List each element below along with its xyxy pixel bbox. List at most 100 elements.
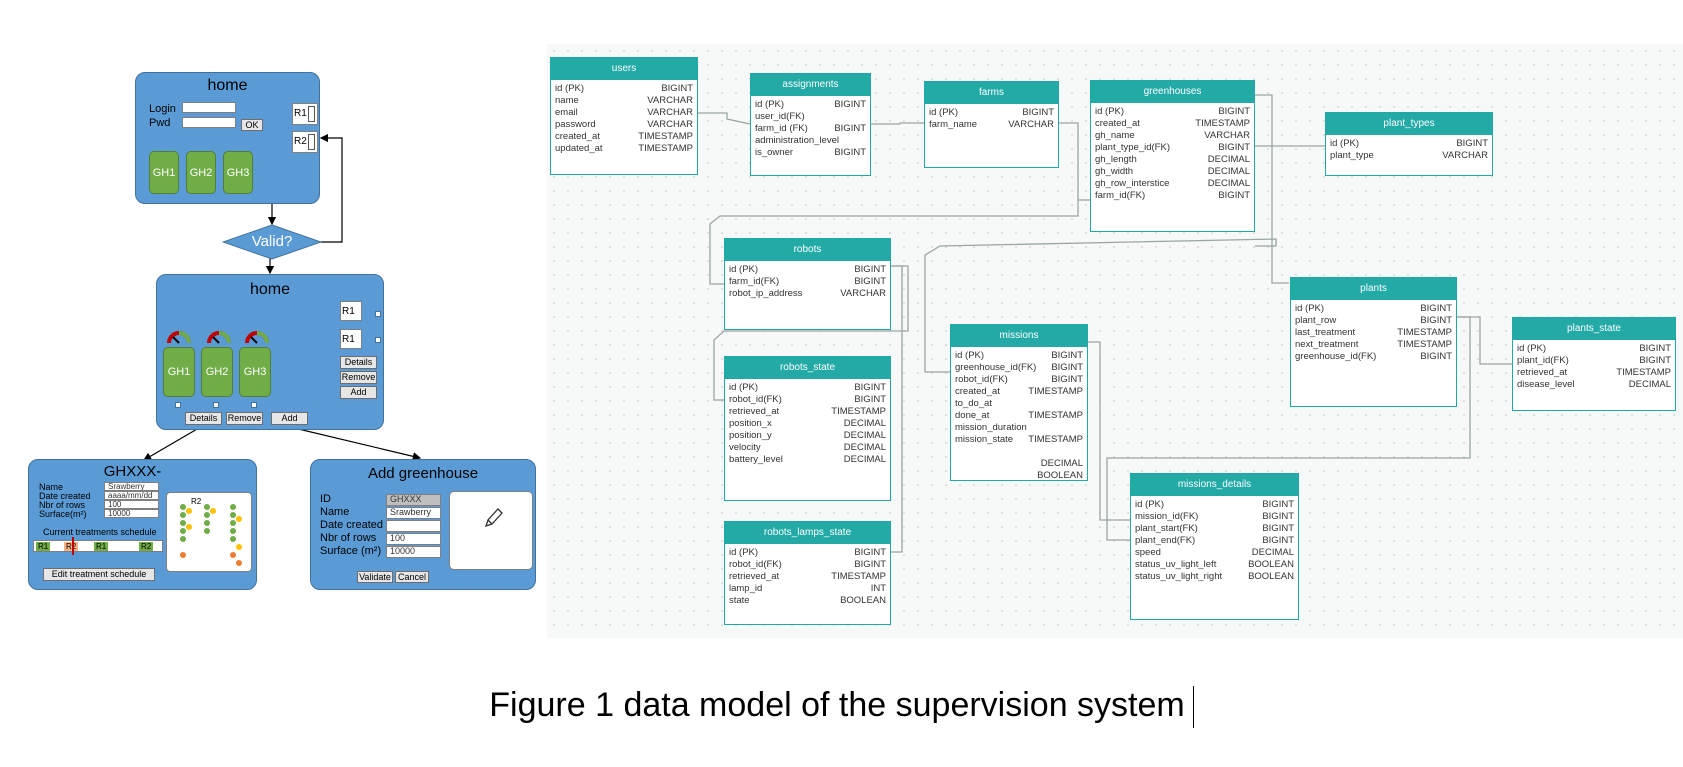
column-name: next_treatment <box>1295 339 1359 350</box>
column-type: TIMESTAMP <box>1397 339 1452 350</box>
table-row: farm_id(FK)BIGINT <box>1091 190 1254 202</box>
gh-details-button[interactable]: Details <box>185 412 222 425</box>
password-input[interactable] <box>182 117 236 128</box>
robot-details-button[interactable]: Details <box>340 356 377 369</box>
table-row: farm_name VARCHAR <box>925 119 1058 131</box>
add-field-rows-value[interactable]: 100 <box>386 533 441 545</box>
robot-r1[interactable]: R1 <box>292 103 318 125</box>
table-row: plant_type_id(FK)BIGINT <box>1091 142 1254 154</box>
greenhouse-gh3[interactable]: GH3 <box>239 347 271 397</box>
field-surface-value[interactable]: 10000 <box>104 509 159 518</box>
column-name: plant_type <box>1330 150 1374 161</box>
column-name: farm_name <box>929 119 978 130</box>
column-type: DECIMAL <box>1251 547 1294 558</box>
column-name: created_at <box>555 131 600 142</box>
column-type: BIGINT <box>1262 511 1294 522</box>
column-type: DECIMAL <box>843 454 886 465</box>
gh-add-button[interactable]: Add <box>271 412 308 425</box>
table-header: greenhouses <box>1091 81 1254 103</box>
robot-remove-button[interactable]: Remove <box>340 371 377 384</box>
add-field-name-value[interactable]: Srawberry <box>386 507 441 519</box>
robot-add-button[interactable]: Add <box>340 386 377 399</box>
greenhouse-gh2[interactable]: GH2 <box>201 347 233 397</box>
greenhouse-gh1[interactable]: GH1 <box>149 151 179 194</box>
table-row: to_do_at <box>951 398 1087 410</box>
image-drop-area[interactable] <box>449 491 533 570</box>
add-field-date-value[interactable] <box>386 520 441 532</box>
robot2-checkbox[interactable] <box>375 337 381 343</box>
column-name: lamp_id <box>729 583 763 594</box>
field-name-value[interactable]: Srawberry <box>104 482 159 491</box>
schedule-timeline[interactable]: R1 R2 R1 R2 <box>33 537 163 555</box>
greenhouse-gh2[interactable]: GH2 <box>186 151 216 194</box>
column-type: DECIMAL <box>1040 458 1083 469</box>
column-type: VARCHAR <box>1204 130 1250 141</box>
column-type: BIGINT <box>834 147 866 158</box>
table-row: greenhouse_id(FK)BIGINT <box>1291 351 1456 363</box>
robot-r1[interactable]: R1 <box>340 301 362 321</box>
text-cursor <box>1192 686 1194 729</box>
column-name: speed <box>1135 547 1161 558</box>
table-row: mission_id(FK)BIGINT <box>1131 511 1298 523</box>
cancel-button[interactable]: Cancel <box>395 571 429 583</box>
add-field-id-value[interactable]: GHXXX <box>386 494 441 506</box>
table-row: administration_level <box>751 135 870 147</box>
add-field-surface-value[interactable]: 10000 <box>386 546 441 558</box>
greenhouse-gh3[interactable]: GH3 <box>223 151 253 194</box>
gh3-checkbox[interactable] <box>251 402 257 408</box>
table-row: farm_id(FK)BIGINT <box>725 276 890 288</box>
column-type: DECIMAL <box>843 442 886 453</box>
robot-r2[interactable]: R2 <box>292 131 318 153</box>
robot-r1b[interactable]: R1 <box>340 329 362 349</box>
table-row: farm_id (FK)BIGINT <box>751 123 870 135</box>
column-name: id (PK) <box>1517 343 1547 354</box>
gh2-checkbox[interactable] <box>213 402 219 408</box>
add-field-rows-label: Nbr of rows <box>320 532 377 544</box>
ok-button[interactable]: OK <box>241 119 263 131</box>
column-type: BOOLEAN <box>1248 559 1294 570</box>
robot1-checkbox[interactable] <box>375 311 381 317</box>
add-field-date-label: Date created <box>320 519 383 531</box>
column-name: robot_ip_address <box>729 288 803 299</box>
ghxxx-panel: GHXXX- Name Srawberry Date created aaaa/… <box>28 459 257 590</box>
column-name: done_at <box>955 410 990 421</box>
field-date-value[interactable]: aaaa/mm/dd <box>104 491 159 500</box>
schedule-title: Current treatments schedule <box>43 527 157 537</box>
edit-schedule-button[interactable]: Edit treatment schedule <box>43 568 155 581</box>
table-header: robots <box>725 239 890 261</box>
column-type: VARCHAR <box>647 107 693 118</box>
gh1-checkbox[interactable] <box>175 402 181 408</box>
column-name: mission_duration <box>955 422 1027 433</box>
column-name: status_uv_light_left <box>1135 559 1217 570</box>
column-type: DECIMAL <box>1207 166 1250 177</box>
gh-remove-button[interactable]: Remove <box>226 412 263 425</box>
field-rows-value[interactable]: 100 <box>104 500 159 509</box>
home-panel: home GH1 GH2 GH3 R1 R1 Details Remove Ad… <box>156 274 384 430</box>
validate-button[interactable]: Validate <box>357 571 393 583</box>
plant-map[interactable]: R2 <box>166 492 252 572</box>
login-input[interactable] <box>182 102 236 113</box>
table-row: mission_duration <box>951 422 1087 434</box>
column-type: VARCHAR <box>1008 119 1054 130</box>
login-label: Login <box>149 103 176 115</box>
greenhouse-gh1[interactable]: GH1 <box>163 347 195 397</box>
